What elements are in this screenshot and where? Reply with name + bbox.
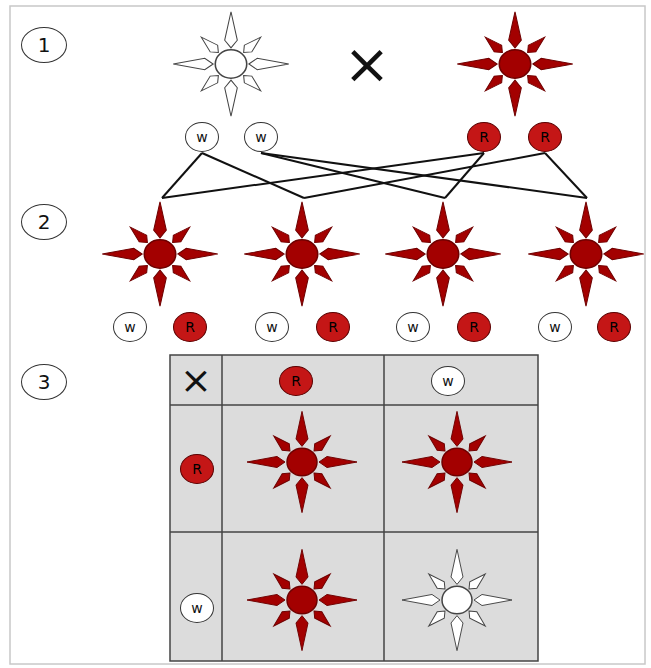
punnett-grid (170, 355, 538, 661)
cross-sign: × (180, 361, 212, 399)
red-flower (402, 411, 512, 512)
node-text: R (479, 130, 489, 144)
red-flower (102, 202, 218, 307)
node-text: w (442, 374, 453, 388)
red-flower (457, 12, 573, 117)
red-flower (385, 202, 501, 307)
node-text: w (191, 601, 202, 615)
node-text: w (196, 130, 207, 144)
inheritance-lines (162, 153, 587, 198)
allele-circle: R (457, 312, 491, 342)
allele-circle: R (279, 366, 313, 396)
allele-circle: R (316, 312, 350, 342)
node-text: R (469, 320, 479, 334)
node-text: R (609, 320, 619, 334)
node-text: w (549, 320, 560, 334)
allele-circle: w (431, 366, 465, 396)
red-flower (247, 549, 357, 650)
node-text: w (407, 320, 418, 334)
allele-circle: w (185, 122, 219, 152)
allele-circle: w (538, 312, 572, 342)
node-text: R (540, 130, 550, 144)
white-flower (402, 549, 512, 650)
node-text: w (255, 130, 266, 144)
cross-sign: × (344, 36, 391, 92)
node-text: 3 (38, 372, 51, 392)
white-flower (173, 12, 289, 117)
allele-circle: w (244, 122, 278, 152)
red-flower (528, 202, 644, 307)
node-text: R (328, 320, 338, 334)
allele-circle: w (396, 312, 430, 342)
node-text: R (192, 462, 202, 476)
red-flower (244, 202, 360, 307)
allele-circle: w (180, 593, 214, 623)
allele-circle: R (467, 122, 501, 152)
step-number: 3 (21, 364, 67, 400)
node-text: 1 (38, 35, 51, 55)
frame (10, 6, 645, 664)
node-text: R (291, 374, 301, 388)
red-flower (247, 411, 357, 512)
node-text: w (266, 320, 277, 334)
node-text: 2 (38, 212, 51, 232)
step-number: 1 (21, 27, 67, 63)
allele-circle: R (597, 312, 631, 342)
allele-circle: w (255, 312, 289, 342)
allele-circle: R (528, 122, 562, 152)
node-text: R (185, 320, 195, 334)
allele-circle: w (113, 312, 147, 342)
allele-circle: R (173, 312, 207, 342)
step-number: 2 (21, 204, 67, 240)
allele-circle: R (180, 454, 214, 484)
node-text: w (124, 320, 135, 334)
